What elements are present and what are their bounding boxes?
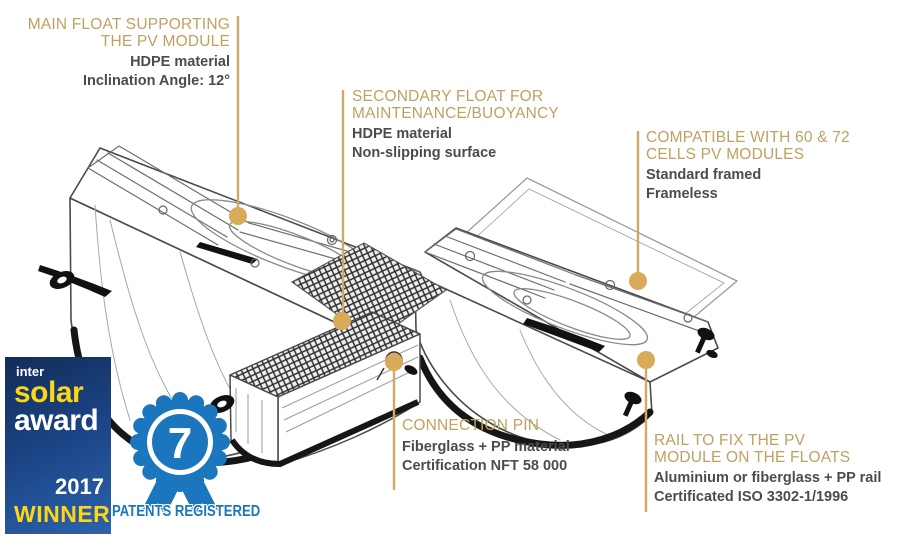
annotation-title-line: THE PV MODULE <box>100 32 230 50</box>
annotation-body-line: Certification NFT 58 000 <box>402 457 568 474</box>
badge-winner-label: WINNER <box>14 501 111 527</box>
annotation-body-line: Non-slipping surface <box>352 145 497 161</box>
annotation-pv-modules: COMPATIBLE WITH 60 & 72 CELLS PV MODULES… <box>646 129 850 204</box>
patents-rosette-icon: 7 <box>130 392 230 519</box>
annotation-title-line: RAIL TO FIX THE PV <box>654 432 806 449</box>
badge-brand-solar: solar <box>14 376 84 409</box>
annotation-body-line: Inclination Angle: 12° <box>82 73 230 89</box>
annotation-title-line: MODULE ON THE FLOATS <box>654 448 851 466</box>
annotation-body-line: HDPE material <box>130 54 230 70</box>
badge-brand-award: award <box>14 404 99 437</box>
intersolar-award-badge: inter solar award 2017 WINNER <box>5 357 111 534</box>
annotation-title-line: MAIN FLOAT SUPPORTING <box>27 16 230 33</box>
deck-bolts <box>158 205 693 323</box>
annotation-body-line: Fiberglass + PP material <box>402 438 570 455</box>
annotation-body-line: Standard framed <box>646 167 762 183</box>
badge-brand-inter: inter <box>16 364 45 379</box>
annotation-connection-pin: CONNECTION PIN Fiberglass + PP material … <box>402 417 570 476</box>
annotation-main-float: MAIN FLOAT SUPPORTING THE PV MODULE HDPE… <box>27 16 230 91</box>
annotation-body-line: Aluminium or fiberglass + PP rail <box>654 470 882 486</box>
annotation-body-line: HDPE material <box>352 126 452 142</box>
patents-count: 7 <box>168 419 192 468</box>
annotation-body-line: Certificated ISO 3302-1/1996 <box>654 489 849 505</box>
right-main-float <box>414 227 719 449</box>
badge-year: 2017 <box>55 474 104 499</box>
callout-leader-lines <box>236 16 648 512</box>
annotation-title-line: SECONDARY FLOAT FOR <box>352 88 544 105</box>
callout-dots <box>229 207 655 371</box>
annotation-title-line: COMPATIBLE WITH 60 & 72 <box>646 129 850 146</box>
annotation-body-line: Frameless <box>646 186 718 202</box>
annotation-title-line: MAINTENANCE/BUOYANCY <box>352 104 559 122</box>
annotation-title-line: CELLS PV MODULES <box>646 145 805 163</box>
secondary-float-block <box>209 311 421 467</box>
annotation-title-line: CONNECTION PIN <box>402 417 540 434</box>
patents-registered-label: PATENTS REGISTERED <box>112 503 261 520</box>
annotation-secondary-float: SECONDARY FLOAT FOR MAINTENANCE/BUOYANCY… <box>352 88 559 163</box>
annotation-rail: RAIL TO FIX THE PV MODULE ON THE FLOATS … <box>654 432 882 507</box>
